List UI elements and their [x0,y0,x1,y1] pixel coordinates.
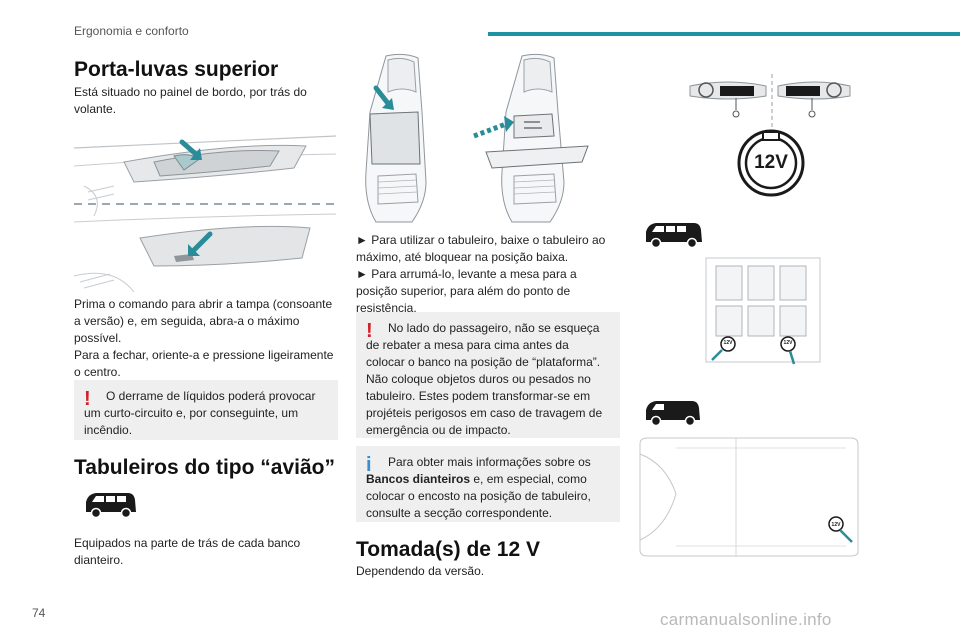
socket-marker-2: 12V [783,340,793,346]
watermark: carmanualsonline.info [660,610,832,629]
glovebox-warning-box: ! O derrame de líquidos poderá provocar … [74,380,338,440]
warning-icon: ! [84,388,91,410]
dashboard-top-view [689,74,851,130]
power-socket-label: 12V [754,152,788,173]
trays-warning-text: No lado do passageiro, não se esqueça de… [366,321,603,437]
glovebox-warning-text: O derrame de líquidos poderá provocar um… [84,389,316,437]
van-long-icon [646,223,702,249]
seat-tray-illustration [365,53,589,223]
trays-step-2: ► Para arrumá-lo, levante a mesa para a … [356,267,577,315]
running-header: Ergonomia e conforto [74,24,189,38]
glovebox-instructions: Prima o comando para abrir a tampa (cons… [74,297,334,379]
page-number: 74 [32,606,46,620]
glovebox-illustration [74,126,336,292]
glovebox-intro: Está situado no painel de bordo, por trá… [74,85,307,116]
trays-step-1: ► Para utilizar o tabuleiro, baixe o tab… [356,233,606,264]
info-icon: i [366,454,372,476]
glovebox-title: Porta-luvas superior [74,58,279,81]
header-accent-bar [488,32,960,36]
socket-marker-1: 12V [723,340,733,346]
warning-icon: ! [366,320,373,342]
socket-title: Tomada(s) de 12 V [356,538,540,561]
socket-intro: Dependendo da versão. [356,564,485,578]
trays-warning-box: ! No lado do passageiro, não se esqueça … [356,312,620,438]
seats-link: Bancos dianteiros [366,472,471,486]
van-short-icon [646,401,700,427]
van-icon [86,493,136,519]
socket-marker-3: 12V [831,522,841,528]
trays-title: Tabuleiros do tipo “avião” [74,456,335,479]
trays-intro: Equipados na parte de trás de cada banco… [74,536,301,567]
power-socket-12v-icon [737,129,805,197]
cargo-area-top-view [639,437,859,557]
passenger-cabin-top-view [705,257,821,365]
